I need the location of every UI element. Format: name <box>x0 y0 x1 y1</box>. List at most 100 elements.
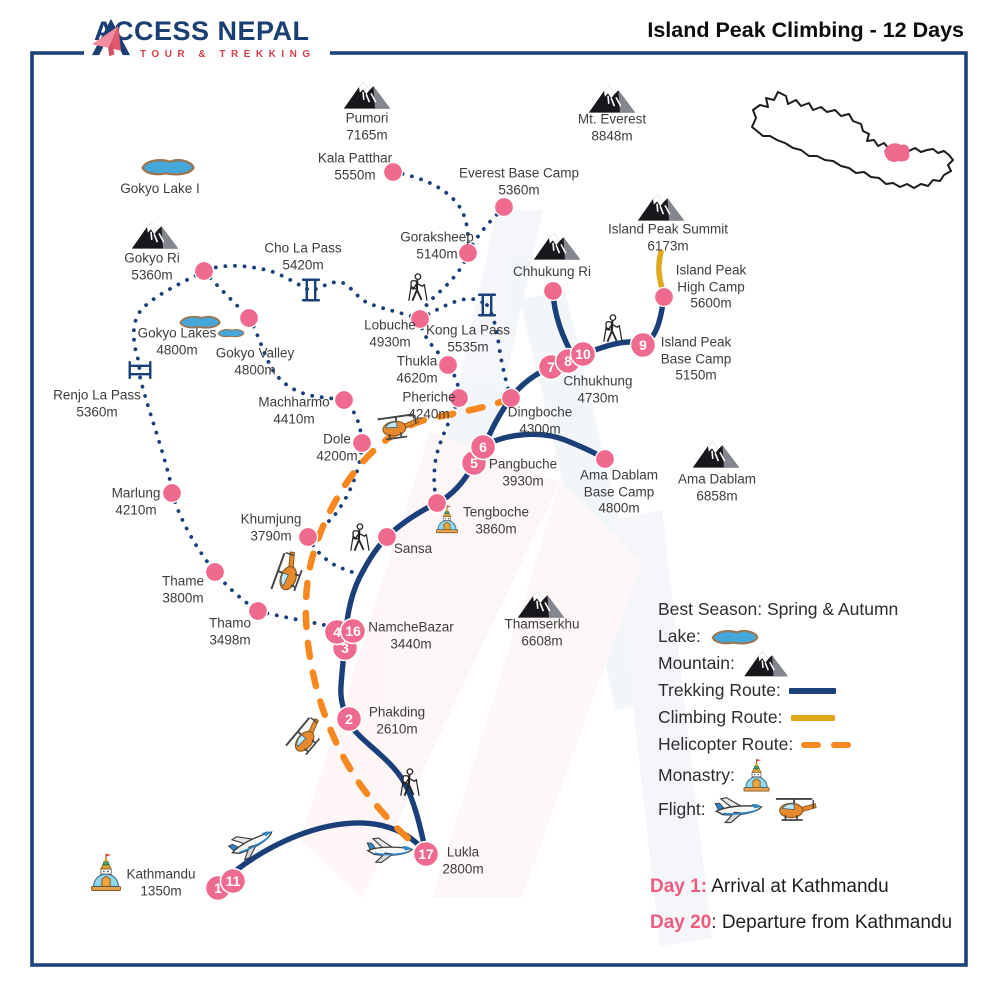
monastery-icon <box>90 852 122 892</box>
location-dot <box>376 526 398 548</box>
day-1-label: Day 1: <box>650 876 708 897</box>
legend-mountain: Mountain: <box>658 650 906 677</box>
paper-plane-logo-icon <box>91 18 131 57</box>
mountain-icon <box>692 440 740 469</box>
legend-helicopter: Helicopter Route: <box>658 731 906 758</box>
location-dot <box>247 600 269 622</box>
location-dot <box>457 242 479 264</box>
legend-climbing: Climbing Route: <box>658 704 906 731</box>
svg-text:5: 5 <box>470 455 478 471</box>
svg-text:2: 2 <box>345 711 353 727</box>
svg-text:11: 11 <box>226 873 241 889</box>
location-dot <box>594 448 616 470</box>
day-20-text: : Departure from Kathmandu <box>711 912 953 933</box>
legend-flight-label: Flight: <box>658 798 706 819</box>
location-dot <box>161 482 183 504</box>
svg-text:8: 8 <box>564 353 572 369</box>
svg-text:4: 4 <box>333 624 341 640</box>
location-dot <box>297 526 319 548</box>
map-frame-border <box>30 51 968 967</box>
location-dot <box>448 387 470 409</box>
pass-icon <box>128 360 152 380</box>
climbing-route-swatch <box>790 714 835 721</box>
legend-season-text: Best Season: Spring & Autumn <box>658 599 899 619</box>
location-dot <box>426 492 448 514</box>
monastery-icon <box>743 758 770 792</box>
location-dot <box>542 280 564 302</box>
brand-logo: ACCESS NEPAL TOUR & TREKKING <box>84 14 330 62</box>
legend-trekking-label: Trekking Route: <box>658 680 781 700</box>
svg-text:6: 6 <box>479 439 487 455</box>
svg-text:10: 10 <box>575 346 591 362</box>
legend-helicopter-label: Helicopter Route: <box>658 734 794 754</box>
location-dot <box>409 308 431 330</box>
route-marker-6: 6 <box>469 433 497 461</box>
location-dot <box>238 307 260 329</box>
day-20-note: Day 20: Departure from Kathmandu <box>650 912 952 934</box>
helicopter-route <box>302 394 515 857</box>
route-marker-2: 2 <box>335 705 363 733</box>
route-marker-11: 11 <box>219 867 247 895</box>
lake-icon <box>179 315 221 329</box>
mountain-icon <box>637 193 685 222</box>
lake-icon <box>141 158 195 176</box>
location-dot <box>333 389 355 411</box>
heli-icon <box>270 548 308 598</box>
trekker-icon <box>407 272 428 302</box>
trekker-icon <box>602 313 623 343</box>
location-dot <box>493 196 515 218</box>
legend-lake-label: Lake: <box>658 626 701 646</box>
lake-icon <box>711 629 759 645</box>
location-dot <box>351 432 373 454</box>
day-notes: Day 1: Arrival at Kathmandu Day 20: Depa… <box>650 876 952 948</box>
mountain-icon <box>343 81 391 110</box>
legend-climbing-label: Climbing Route: <box>658 707 783 727</box>
location-dot <box>382 161 404 183</box>
legend-trekking: Trekking Route: <box>658 677 906 704</box>
svg-text:7: 7 <box>547 359 555 375</box>
svg-text:1: 1 <box>214 880 222 896</box>
helicopter-route-swatch <box>801 741 822 748</box>
branch-ama-dablam-bc <box>481 431 608 462</box>
svg-text:17: 17 <box>418 846 434 862</box>
trekking-route-swatch <box>788 687 836 694</box>
airplane-icon <box>713 796 762 824</box>
nepal-inset-map <box>751 91 954 189</box>
location-dots-layer <box>161 161 675 622</box>
helicopter-route-swatch <box>831 741 852 748</box>
heli-icon <box>285 713 329 761</box>
day-1-text: Arrival at Kathmandu <box>707 876 889 897</box>
location-dot <box>500 387 522 409</box>
lake-icon <box>217 328 245 338</box>
route-marker-10: 10 <box>569 340 597 368</box>
legend-season: Best Season: Spring & Autumn <box>658 596 906 623</box>
legend-flight: Flight: <box>658 792 906 826</box>
legend-monastery: Monastry: <box>658 758 906 792</box>
location-dot <box>193 260 215 282</box>
helicopter-icon <box>774 797 817 821</box>
mountain-icon <box>533 232 581 261</box>
location-dot <box>204 561 226 583</box>
mountain-icon <box>743 650 789 677</box>
location-dot <box>653 286 675 308</box>
route-marker-17: 17 <box>412 840 440 868</box>
mountain-icon <box>131 221 179 250</box>
day-20-label: Day 20 <box>650 912 712 933</box>
brand-tagline: TOUR & TREKKING <box>140 49 316 60</box>
everest-region-highlight <box>884 143 910 162</box>
svg-text:16: 16 <box>345 623 361 639</box>
route-marker-9: 9 <box>629 331 657 359</box>
svg-text:9: 9 <box>639 337 647 353</box>
trekker-icon <box>349 522 370 552</box>
legend: Best Season: Spring & Autumn Lake: Mount… <box>658 596 906 826</box>
svg-text:3: 3 <box>341 640 349 656</box>
brand-name: ACCESS NEPAL <box>94 16 310 46</box>
legend-mountain-label: Mountain: <box>658 653 735 673</box>
location-dot <box>437 354 459 376</box>
mountain-icon <box>588 85 636 114</box>
day-1-note: Day 1: Arrival at Kathmandu <box>650 876 952 898</box>
legend-lake: Lake: <box>658 623 906 650</box>
